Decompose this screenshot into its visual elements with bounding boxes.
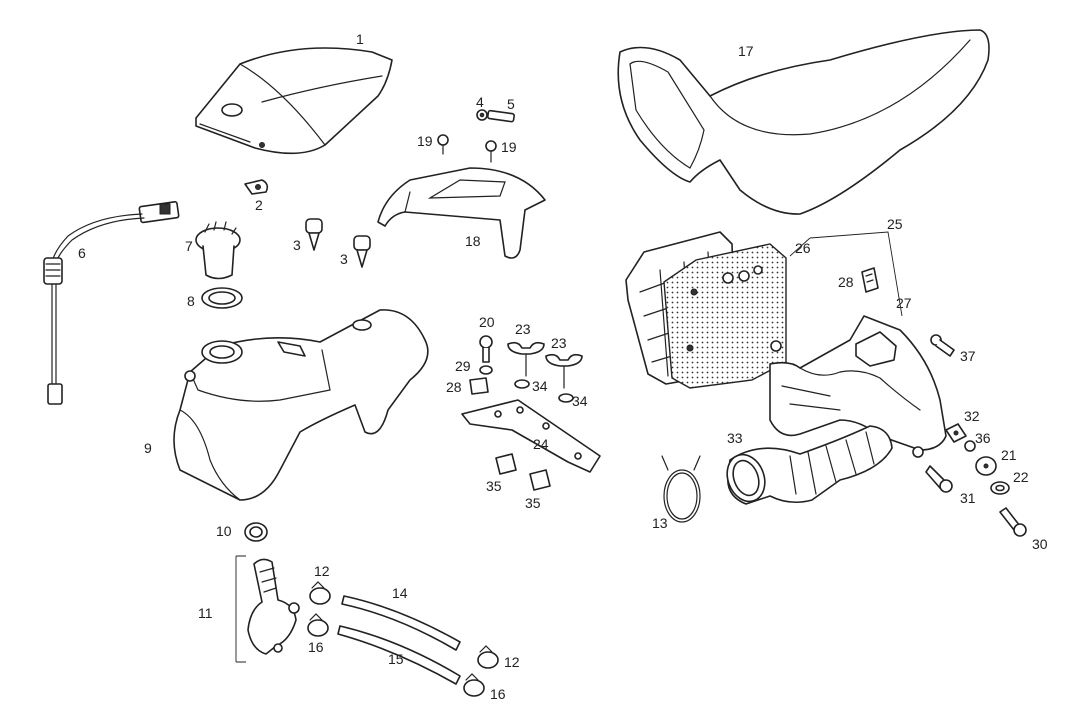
part-37-screw — [930, 334, 955, 357]
part-23-wing-bolt-b — [545, 353, 583, 389]
part-35-speed-nut-b — [529, 469, 551, 491]
part-14-hose — [341, 595, 461, 651]
callout-25: 25 — [887, 216, 903, 232]
part-3-plug-b — [353, 235, 371, 268]
part-36-nut — [964, 440, 976, 452]
callout-34a: 34 — [532, 378, 548, 394]
callout-35a: 35 — [486, 478, 502, 494]
part-13-clamp-ring — [661, 455, 701, 523]
part-21-grommet — [975, 456, 997, 476]
callout-14: 14 — [392, 585, 408, 601]
part-23-wing-bolt-a — [507, 341, 545, 377]
callout-16b: 16 — [490, 686, 506, 702]
part-12-clamp-a — [309, 581, 331, 605]
callout-13: 13 — [652, 515, 668, 531]
part-8-gasket — [201, 287, 243, 309]
callout-20: 20 — [479, 314, 495, 330]
callout-34b: 34 — [572, 393, 588, 409]
callout-16a: 16 — [308, 639, 324, 655]
callout-5: 5 — [507, 96, 515, 112]
callout-15: 15 — [388, 651, 404, 667]
callout-18: 18 — [465, 233, 481, 249]
part-30-bolt — [999, 507, 1027, 537]
callout-6: 6 — [78, 245, 86, 261]
callout-30: 30 — [1032, 536, 1048, 552]
part-29-washer — [479, 365, 493, 375]
part-34-washer-a — [514, 379, 530, 389]
callout-4: 4 — [476, 94, 484, 110]
part-33-intake-duct — [726, 425, 893, 505]
part-16-clamp-b — [463, 673, 485, 697]
callout-37: 37 — [960, 348, 976, 364]
part-19-screw-a — [437, 134, 449, 155]
part-26-filter-element — [663, 243, 787, 389]
part-18-bracket — [377, 167, 546, 259]
callout-19a: 19 — [417, 133, 433, 149]
callout-17: 17 — [738, 43, 754, 59]
part-28-clip-b — [861, 267, 879, 293]
callout-12a: 12 — [314, 563, 330, 579]
callout-36: 36 — [975, 430, 991, 446]
callout-23a: 23 — [515, 321, 531, 337]
callout-1: 1 — [356, 31, 364, 47]
part-15-hose — [337, 625, 461, 685]
part-20-screw — [479, 335, 493, 363]
callout-24: 24 — [533, 436, 549, 452]
part-22-washer — [990, 481, 1010, 495]
part-4-nut — [476, 109, 488, 121]
callout-22: 22 — [1013, 469, 1029, 485]
callout-8: 8 — [187, 293, 195, 309]
part-5-bolt — [487, 109, 515, 123]
callout-28b: 28 — [446, 379, 462, 395]
callout-29: 29 — [455, 358, 471, 374]
part-9-fuel-tank — [173, 309, 429, 501]
part-19-screw-b — [485, 140, 497, 163]
callout-27: 27 — [896, 295, 912, 311]
callout-2: 2 — [255, 197, 263, 213]
callout-26: 26 — [795, 240, 811, 256]
part-28-clip-a — [469, 377, 489, 395]
part-3-plug-a — [305, 218, 323, 251]
leader-lines — [789, 231, 903, 317]
part-17-seat — [617, 29, 990, 215]
callout-3b: 3 — [340, 251, 348, 267]
part-7-fuel-cap — [195, 221, 241, 280]
part-16-clamp-a — [307, 613, 329, 637]
part-35-speed-nut-a — [495, 453, 517, 475]
callout-labels: 1 2 3 3 4 5 6 7 8 9 10 11 12 12 13 14 15… — [78, 31, 1048, 702]
callout-19b: 19 — [501, 139, 517, 155]
callout-3a: 3 — [293, 237, 301, 253]
callout-32: 32 — [964, 408, 980, 424]
part-12-clamp-b — [477, 645, 499, 669]
part-2-clip — [244, 179, 269, 195]
callout-28a: 28 — [838, 274, 854, 290]
callout-31: 31 — [960, 490, 976, 506]
callout-35b: 35 — [525, 495, 541, 511]
callout-33: 33 — [727, 430, 743, 446]
part-24-mounting-plate — [461, 399, 601, 473]
part-1-tank-cover — [195, 47, 393, 155]
callout-21: 21 — [1001, 447, 1017, 463]
callout-12b: 12 — [504, 654, 520, 670]
part-34-washer-b — [558, 393, 574, 403]
part-11-fuel-tap — [235, 555, 300, 663]
callout-9: 9 — [144, 440, 152, 456]
callout-10: 10 — [216, 523, 232, 539]
callout-23b: 23 — [551, 335, 567, 351]
callout-11: 11 — [198, 605, 213, 621]
part-31-screw — [925, 465, 953, 493]
part-10-clamp — [244, 522, 268, 542]
part-6-fuel-sensor — [43, 201, 180, 405]
callout-7: 7 — [185, 238, 193, 254]
part-27-air-box — [769, 315, 947, 458]
part-32-clip — [945, 423, 967, 443]
